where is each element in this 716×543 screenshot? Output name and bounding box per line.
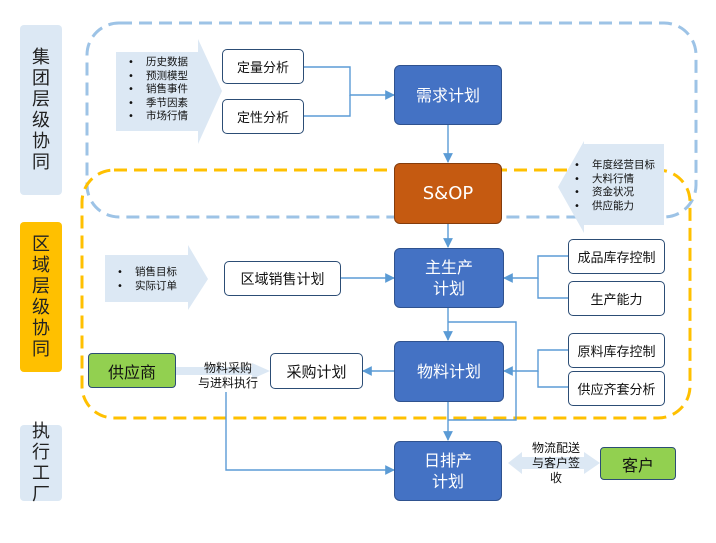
supplier-arrow — [176, 363, 270, 379]
region-sales-plan-box: 区域销售计划 — [224, 261, 341, 296]
rm-inventory-to-material-line — [503, 349, 568, 376]
purchase-to-daily-line — [225, 392, 395, 475]
logistics-label: 物流配送 与客户签 收 — [531, 441, 580, 485]
annual-item: 大料行情 — [570, 173, 655, 187]
quant-analysis-box: 定量分析 — [222, 49, 304, 84]
master-production-plan-node: 主生产 计划 — [394, 248, 504, 308]
group-level-frame — [85, 21, 698, 219]
group-level-label: 集团层级协同 — [20, 25, 62, 195]
supplier-box: 供应商 — [88, 353, 176, 388]
sales-item: 销售目标 — [113, 266, 177, 280]
history-item: 预测模型 — [124, 70, 188, 84]
qual-analysis-box: 定性分析 — [222, 99, 304, 134]
daily-schedule-node: 日排产 计划 — [394, 441, 502, 501]
demand-plan-node: 需求计划 — [394, 65, 502, 125]
annual-input: 年度经营目标 大料行情 资金状况 供应能力 — [570, 159, 655, 213]
region-level-label: 区域层级协同 — [20, 222, 62, 372]
capacity-box: 生产能力 — [568, 281, 665, 316]
sales-input: 销售目标 实际订单 — [113, 266, 177, 293]
customer-box: 客户 — [600, 447, 676, 480]
material-plan-node: 物料计划 — [394, 341, 504, 402]
region-level-frame — [80, 168, 692, 420]
sales-input-list: 销售目标 实际订单 — [113, 266, 177, 293]
annual-item: 供应能力 — [570, 200, 655, 214]
supply-kit-analysis-box: 供应齐套分析 — [568, 371, 665, 406]
fg-inventory-to-master-line — [503, 255, 568, 283]
annual-item: 年度经营目标 — [570, 159, 655, 173]
history-item: 历史数据 — [124, 56, 188, 70]
history-input: 历史数据 预测模型 销售事件 季节因素 市场行情 — [124, 56, 188, 124]
history-item: 季节因素 — [124, 97, 188, 111]
rm-inventory-control-box: 原料库存控制 — [568, 333, 665, 368]
fg-inventory-control-box: 成品库存控制 — [568, 239, 665, 274]
annual-input-list: 年度经营目标 大料行情 资金状况 供应能力 — [570, 159, 655, 213]
qual-to-demand-line — [304, 95, 351, 117]
history-input-list: 历史数据 预测模型 销售事件 季节因素 市场行情 — [124, 56, 188, 124]
sop-node: S&OP — [394, 163, 502, 224]
purchase-exec-label: 物料采购 与进料执行 — [197, 361, 258, 390]
capacity-to-master-line — [537, 278, 568, 299]
purchase-plan-box: 采购计划 — [270, 353, 363, 389]
supply-kit-to-material-line — [537, 371, 568, 388]
annual-item: 资金状况 — [570, 186, 655, 200]
factory-level-label: 执行工厂 — [20, 421, 62, 505]
history-item: 市场行情 — [124, 110, 188, 124]
customer-double-arrow — [508, 452, 600, 474]
sales-item: 实际订单 — [113, 280, 177, 294]
quant-to-demand-line — [304, 66, 395, 100]
history-item: 销售事件 — [124, 83, 188, 97]
